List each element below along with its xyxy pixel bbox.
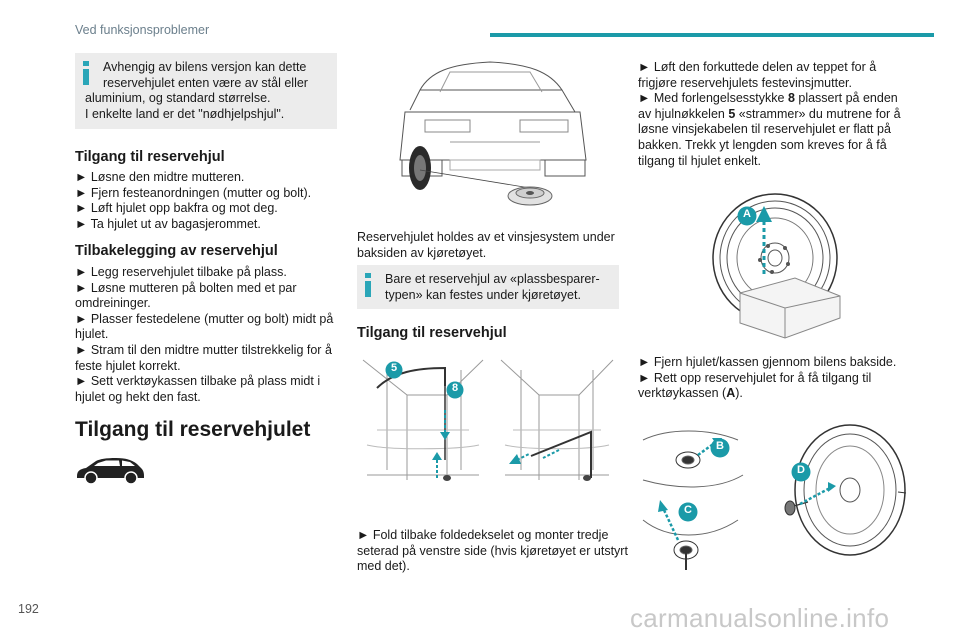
- step-line: ► Stram til den midtre mutter tilstrekke…: [75, 342, 332, 357]
- lift-carpet-instructions: ► Løft den forkuttede delen av teppet fo…: [638, 60, 913, 169]
- badge-C-label: C: [684, 504, 692, 516]
- ref-letter-A: A: [726, 386, 736, 401]
- wheel-bolt-detail-illustration: [784, 424, 907, 556]
- car-silhouette-icon: [77, 458, 144, 485]
- instruction-line: løsne vinsjekabelen til reservehjulet er…: [638, 122, 891, 137]
- instruction-line: av hjulnøkkelen 5 «strammer» du mutrene …: [638, 107, 913, 123]
- ref-number-8: 8: [787, 91, 795, 106]
- fold-line: med det).: [357, 559, 410, 574]
- step-line: ► Løft hjulet opp bakfra og mot deg.: [75, 201, 278, 216]
- badge-8: [446, 381, 464, 399]
- caption-line: baksiden av kjøretøyet.: [357, 245, 487, 260]
- step-line: ► Sett verktøykassen tilbake på plass mi…: [75, 374, 321, 389]
- return-steps: ► Legg reservehjulet tilbake på plass. ►…: [75, 265, 345, 405]
- badge-A-label: A: [743, 208, 751, 220]
- info-icon: [83, 61, 89, 85]
- heading-access-spare-big: Tilgang til reservehjulet: [75, 418, 311, 441]
- instruction-line: ► Rett opp reservehjulet for å få tilgan…: [638, 370, 872, 385]
- remove-wheel-instructions: ► Fjern hjulet/kassen gjennom bilens bak…: [638, 355, 913, 402]
- text-fragment: ► Med forlengelsesstykke: [638, 91, 788, 106]
- spare-wheel-toolbox-illustration: [712, 193, 841, 339]
- page-number: 192: [18, 602, 39, 616]
- text-fragment: «strammer» du mutrene for å: [735, 106, 901, 121]
- note-line: Bare et reservehjul av «plassbesparer-: [385, 272, 600, 286]
- trunk-tool-illustration-right: [495, 350, 619, 490]
- badge-C: [678, 502, 698, 522]
- step-line: hjulet og hekt den fast.: [75, 389, 201, 404]
- note-line: aluminium, og standard størrelse.: [85, 91, 271, 105]
- badge-D: [791, 462, 811, 482]
- watermark: carmanualsonline.info: [630, 603, 890, 633]
- step-line: ► Løsne den midtre mutteren.: [75, 170, 245, 184]
- step-line: ► Plasser festedelene (mutter og bolt) m…: [75, 311, 334, 326]
- step-line: ► Ta hjulet ut av bagasjerommet.: [75, 216, 261, 231]
- instruction-line: bakken. Trekk yt lengden som kreves for …: [638, 137, 887, 152]
- step-line: ► Løsne mutteren på bolten med et par: [75, 280, 297, 295]
- heading-access-spare-2: Tilgang til reservehjul: [357, 325, 507, 341]
- text-fragment: plassert på enden: [794, 91, 898, 106]
- ref-number-5: 5: [728, 106, 736, 121]
- step-line: omdreininger.: [75, 296, 151, 311]
- instruction-line: ► Løft den forkuttede delen av teppet fo…: [638, 60, 877, 74]
- fold-line: seterad på venstre side (hvis kjøretøyet…: [357, 543, 628, 558]
- access-steps: ► Løsne den midtre mutteren. ► Fjern fes…: [75, 170, 340, 232]
- text-fragment: verktøykassen (: [638, 386, 727, 401]
- instruction-line: verktøykassen (A).: [638, 386, 913, 402]
- caption-line: Reservehjulet holdes av et vinsjesystem …: [357, 230, 615, 244]
- info-icon: [365, 273, 371, 297]
- heading-return-spare: Tilbakelegging av reservehjul: [75, 243, 278, 259]
- step-line: feste hjulet korrekt.: [75, 358, 181, 373]
- note-line: I enkelte land er det "nødhjelpshjul".: [85, 106, 285, 121]
- badge-8-label: 8: [451, 382, 459, 394]
- note-line: typen» kan festes under kjøretøyet.: [385, 287, 581, 302]
- text-fragment: ).: [735, 386, 743, 401]
- badge-D-label: D: [797, 464, 805, 476]
- badge-A: [737, 206, 757, 226]
- badge-5: [385, 361, 403, 379]
- badge-B-label: B: [716, 440, 724, 452]
- fold-line: ► Fold tilbake foldedekselet og monter t…: [357, 528, 609, 542]
- note-line: reservehjulet enten være av stål eller: [103, 75, 308, 90]
- badge-B: [710, 438, 730, 458]
- trunk-tool-illustration-left: [357, 350, 489, 490]
- suv-rear-spare-illustration: [399, 61, 587, 206]
- heading-access-spare: Tilgang til reservehjul: [75, 149, 225, 165]
- section-header: Ved funksjonsproblemer: [75, 23, 210, 37]
- text-fragment: av hjulnøkkelen: [638, 106, 729, 121]
- instruction-line: ► Fjern hjulet/kassen gjennom bilens bak…: [638, 355, 897, 369]
- header-accent-bar: [490, 33, 934, 37]
- step-line: ► Fjern festeanordningen (mutter og bolt…: [75, 185, 312, 200]
- info-note-wheel-type: Avhengig av bilens versjon kan dette res…: [75, 53, 337, 129]
- winch-nut-detail-illustration: [642, 430, 744, 570]
- note-line: Avhengig av bilens versjon kan dette: [103, 60, 307, 74]
- step-line: ► Legg reservehjulet tilbake på plass.: [75, 265, 287, 279]
- instruction-line: ► Med forlengelsesstykke 8 plassert på e…: [638, 91, 913, 107]
- step-line: hjulet.: [75, 327, 109, 342]
- caption-winch: Reservehjulet holdes av et vinsjesystem …: [357, 230, 627, 261]
- fold-instructions: ► Fold tilbake foldedekselet og monter t…: [357, 528, 632, 575]
- instruction-line: frigjøre reservehjulets festevinsjmutter…: [638, 75, 852, 90]
- badge-5-label: 5: [390, 362, 398, 374]
- instruction-line: tilgang til hjulet enkelt.: [638, 153, 761, 168]
- info-note-spacesaver: Bare et reservehjul av «plassbesparer- t…: [357, 265, 619, 309]
